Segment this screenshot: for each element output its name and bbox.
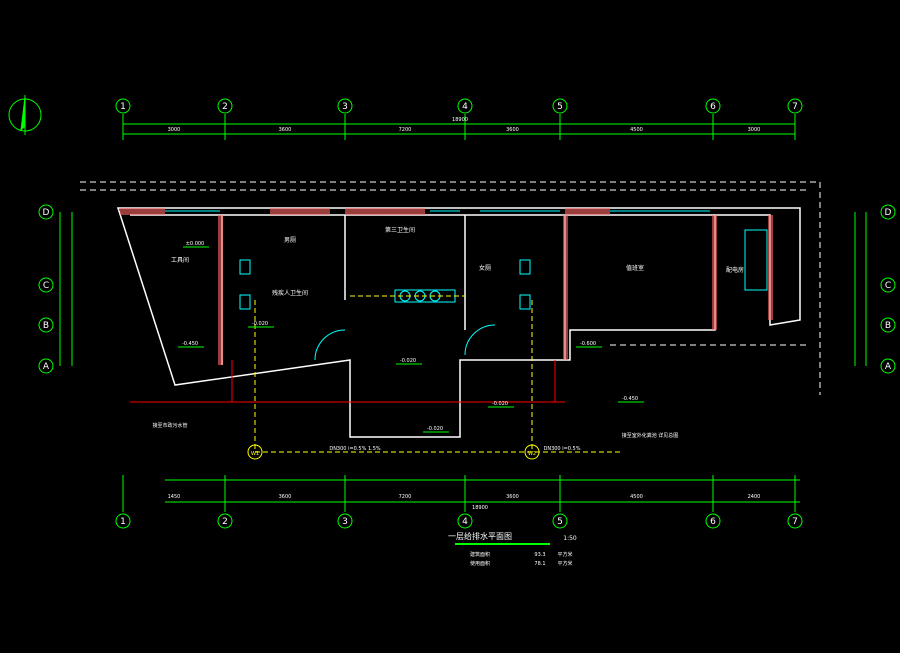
level-mark: -0.020: [427, 426, 443, 432]
stat-unit: 平方米: [557, 560, 572, 567]
grid-bubble: [705, 513, 721, 529]
grid-bubble: [115, 98, 131, 114]
room-label: 男厕: [284, 237, 296, 244]
grid-row-label: D: [885, 208, 892, 218]
dimension-text: 3600: [506, 494, 519, 500]
room-label: 值班室: [626, 264, 644, 272]
drawing-title: 一层给排水平面图: [448, 531, 512, 541]
grid-row-label: A: [885, 362, 892, 372]
grid-bubble: [457, 513, 473, 529]
drawing-scale: 1:50: [563, 535, 577, 542]
note-text: 接至市政污水管: [152, 422, 187, 429]
grid-column-label: 5: [557, 102, 563, 112]
grid-row-label: C: [885, 281, 891, 291]
level-mark: -0.450: [182, 341, 198, 347]
dimension-text: 4500: [630, 127, 643, 133]
grid-column-label: 3: [342, 517, 348, 527]
grid-bubble: [38, 358, 54, 374]
grid-column-label: 1: [120, 517, 126, 527]
grid-bubble: [217, 98, 233, 114]
grid-bubble: [705, 98, 721, 114]
grid-column-label: 7: [792, 517, 798, 527]
dimension-text: 3000: [168, 127, 181, 133]
grid-bubble: [552, 98, 568, 114]
stat-value: 78.1: [534, 561, 545, 567]
water-supply-pipe: [130, 360, 565, 403]
stat-unit: 平方米: [557, 551, 572, 558]
grid-row-label: B: [43, 321, 49, 331]
stat-label: 使用面积: [470, 560, 490, 567]
dimension-text: 7200: [399, 127, 412, 133]
manhole-label: W2: [528, 451, 536, 457]
north-arrow-icon: [8, 95, 42, 135]
dimension-total: 18900: [472, 505, 488, 511]
grid-bubble: [880, 358, 896, 374]
roof-outline: [80, 181, 821, 395]
grid-bubble: [217, 513, 233, 529]
dimension-text: 3600: [279, 494, 292, 500]
dimension-text: 2400: [748, 494, 761, 500]
room-label: 工具间: [171, 256, 189, 264]
grid-column-label: 1: [120, 102, 126, 112]
grid-bubble: [787, 513, 803, 529]
manhole-w2-icon: [524, 444, 540, 460]
pipe-label: DN300 i=0.5% 1.5%: [329, 446, 381, 452]
level-mark: ±0.000: [186, 241, 205, 247]
room-label: 配电房: [726, 266, 744, 274]
grid-bubble: [880, 204, 896, 220]
level-mark: -0.020: [252, 321, 268, 327]
grid-bubble: [880, 277, 896, 293]
level-mark: -0.020: [492, 401, 508, 407]
wall-hatching: [120, 208, 773, 365]
grid-column-label: 7: [792, 102, 798, 112]
fixtures-windows: [165, 210, 768, 361]
grid-column-label: 5: [557, 517, 563, 527]
dimension-text: 3600: [279, 127, 292, 133]
grid-bubble: [38, 277, 54, 293]
grid-column-label: 6: [710, 517, 716, 527]
level-mark: -0.600: [580, 341, 596, 347]
top-dimension-lines: [59, 123, 867, 503]
room-label: 残疾人卫生间: [272, 289, 308, 297]
note-text: 接至室外化粪池 详见总图: [622, 432, 679, 439]
grid-bubble: [337, 513, 353, 529]
stat-value: 93.3: [534, 552, 545, 558]
dimension-text: 3000: [748, 127, 761, 133]
grid-bubble: [787, 98, 803, 114]
grid-column-label: 4: [462, 517, 468, 527]
grid-bubble: [115, 513, 131, 529]
level-mark: -0.020: [400, 358, 416, 364]
room-label: 第三卫生间: [385, 226, 415, 234]
room-label: 女厕: [479, 264, 491, 272]
manhole-w1-icon: [247, 444, 263, 460]
dimension-text: 7200: [399, 494, 412, 500]
grid-bubble: [38, 317, 54, 333]
dimension-text: 1450: [168, 494, 181, 500]
grid-column-label: 3: [342, 102, 348, 112]
grid-column-label: 2: [222, 517, 228, 527]
grid-row-label: B: [885, 321, 891, 331]
grid-row-label: C: [43, 281, 49, 291]
grid-row-label: D: [43, 208, 50, 218]
pipe-label: DN300 i=0.5%: [543, 446, 580, 452]
stat-label: 建筑面积: [470, 551, 490, 558]
grid-column-label: 4: [462, 102, 468, 112]
grid-column-label: 2: [222, 102, 228, 112]
drain-pipes: [254, 295, 620, 453]
dimension-text: 4500: [630, 494, 643, 500]
manhole-label: W1: [251, 451, 259, 457]
grid-row-label: A: [43, 362, 50, 372]
grid-bubble: [880, 317, 896, 333]
grid-bubble: [337, 98, 353, 114]
grid-bubble: [38, 204, 54, 220]
grid-column-label: 6: [710, 102, 716, 112]
grid-bubble: [457, 98, 473, 114]
dimension-text: 3600: [506, 127, 519, 133]
grid-bubble: [552, 513, 568, 529]
level-mark: -0.450: [622, 396, 638, 402]
dimension-total: 18900: [452, 117, 468, 123]
